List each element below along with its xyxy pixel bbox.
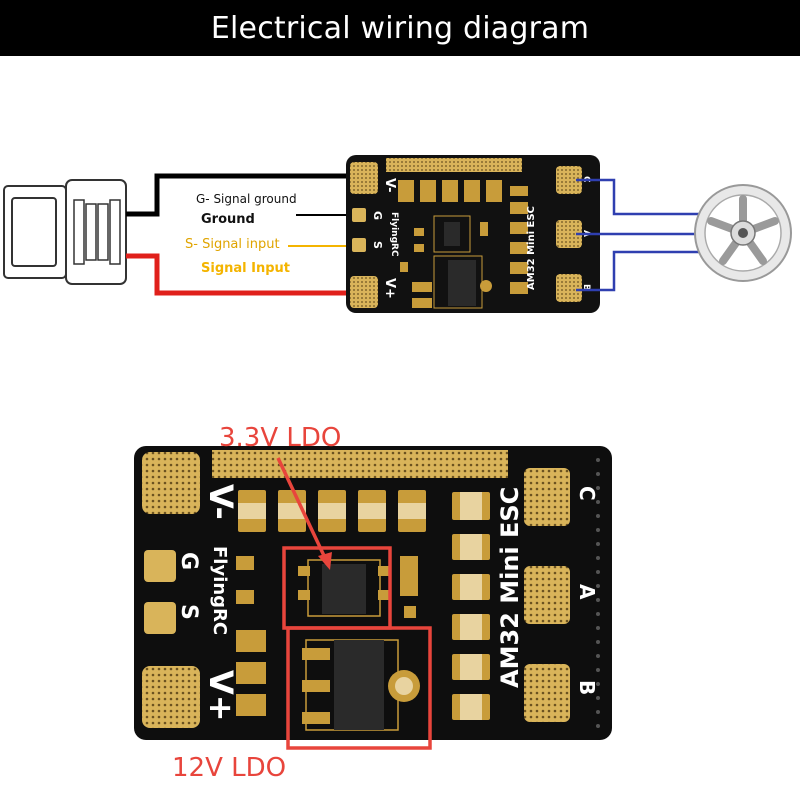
pad-s xyxy=(144,602,176,634)
label-ground: Ground xyxy=(201,212,255,227)
pad-v-minus xyxy=(350,162,378,194)
ldo-12v-highlight-box xyxy=(286,626,432,750)
pad-v-plus xyxy=(350,276,378,308)
pad-label-v-minus: V- xyxy=(202,484,240,520)
pad-label-v-minus: V- xyxy=(382,178,397,193)
pad-g xyxy=(352,208,366,222)
phase-label-b: B xyxy=(581,284,591,291)
pad-label-v-plus: V+ xyxy=(202,670,240,722)
battery-connector xyxy=(3,179,127,285)
brand-label: FlyingRC xyxy=(389,212,399,257)
phase-label-b: B xyxy=(575,680,599,695)
model-label: AM32 Mini ESC xyxy=(496,487,524,688)
ldo-callouts: 3.3V LDO 12V LDO xyxy=(172,423,432,783)
power-wire xyxy=(126,253,352,296)
pad-label-s: S xyxy=(371,241,384,249)
pad-label-s: S xyxy=(176,604,201,620)
phase-label-c: C xyxy=(575,486,599,501)
label-signal-input: Signal Input xyxy=(201,261,290,276)
brand-label: FlyingRC xyxy=(209,546,230,635)
callout-12v-ldo: 12V LDO xyxy=(172,753,286,783)
label-g-signal-ground: G- Signal ground xyxy=(196,192,297,206)
motor-icon xyxy=(694,184,792,282)
pad-g xyxy=(144,550,176,582)
callout-3v3-ldo: 3.3V LDO xyxy=(219,423,341,453)
ldo-3v3-arrow xyxy=(276,457,328,561)
pad-label-g: G xyxy=(176,552,201,570)
pad-label-v-plus: V+ xyxy=(382,278,397,299)
ground-wire xyxy=(126,173,352,217)
label-s-signal-input: S- Signal input xyxy=(185,237,280,252)
page-title: Electrical wiring diagram xyxy=(0,0,800,56)
pad-v-plus xyxy=(142,666,200,728)
pad-label-g: G xyxy=(371,211,384,220)
pad-v-minus xyxy=(142,452,200,514)
model-label: AM32 Mini ESC xyxy=(526,206,537,290)
motor-wires xyxy=(576,178,705,292)
esc-board-small: V- G S V+ FlyingRC AM32 Mini ESC C A B xyxy=(346,155,600,313)
esc-board-large: V- G S V+ FlyingRC AM32 Mini ESC C A B xyxy=(134,446,612,740)
phase-label-a: A xyxy=(575,584,599,600)
pad-s xyxy=(352,238,366,252)
